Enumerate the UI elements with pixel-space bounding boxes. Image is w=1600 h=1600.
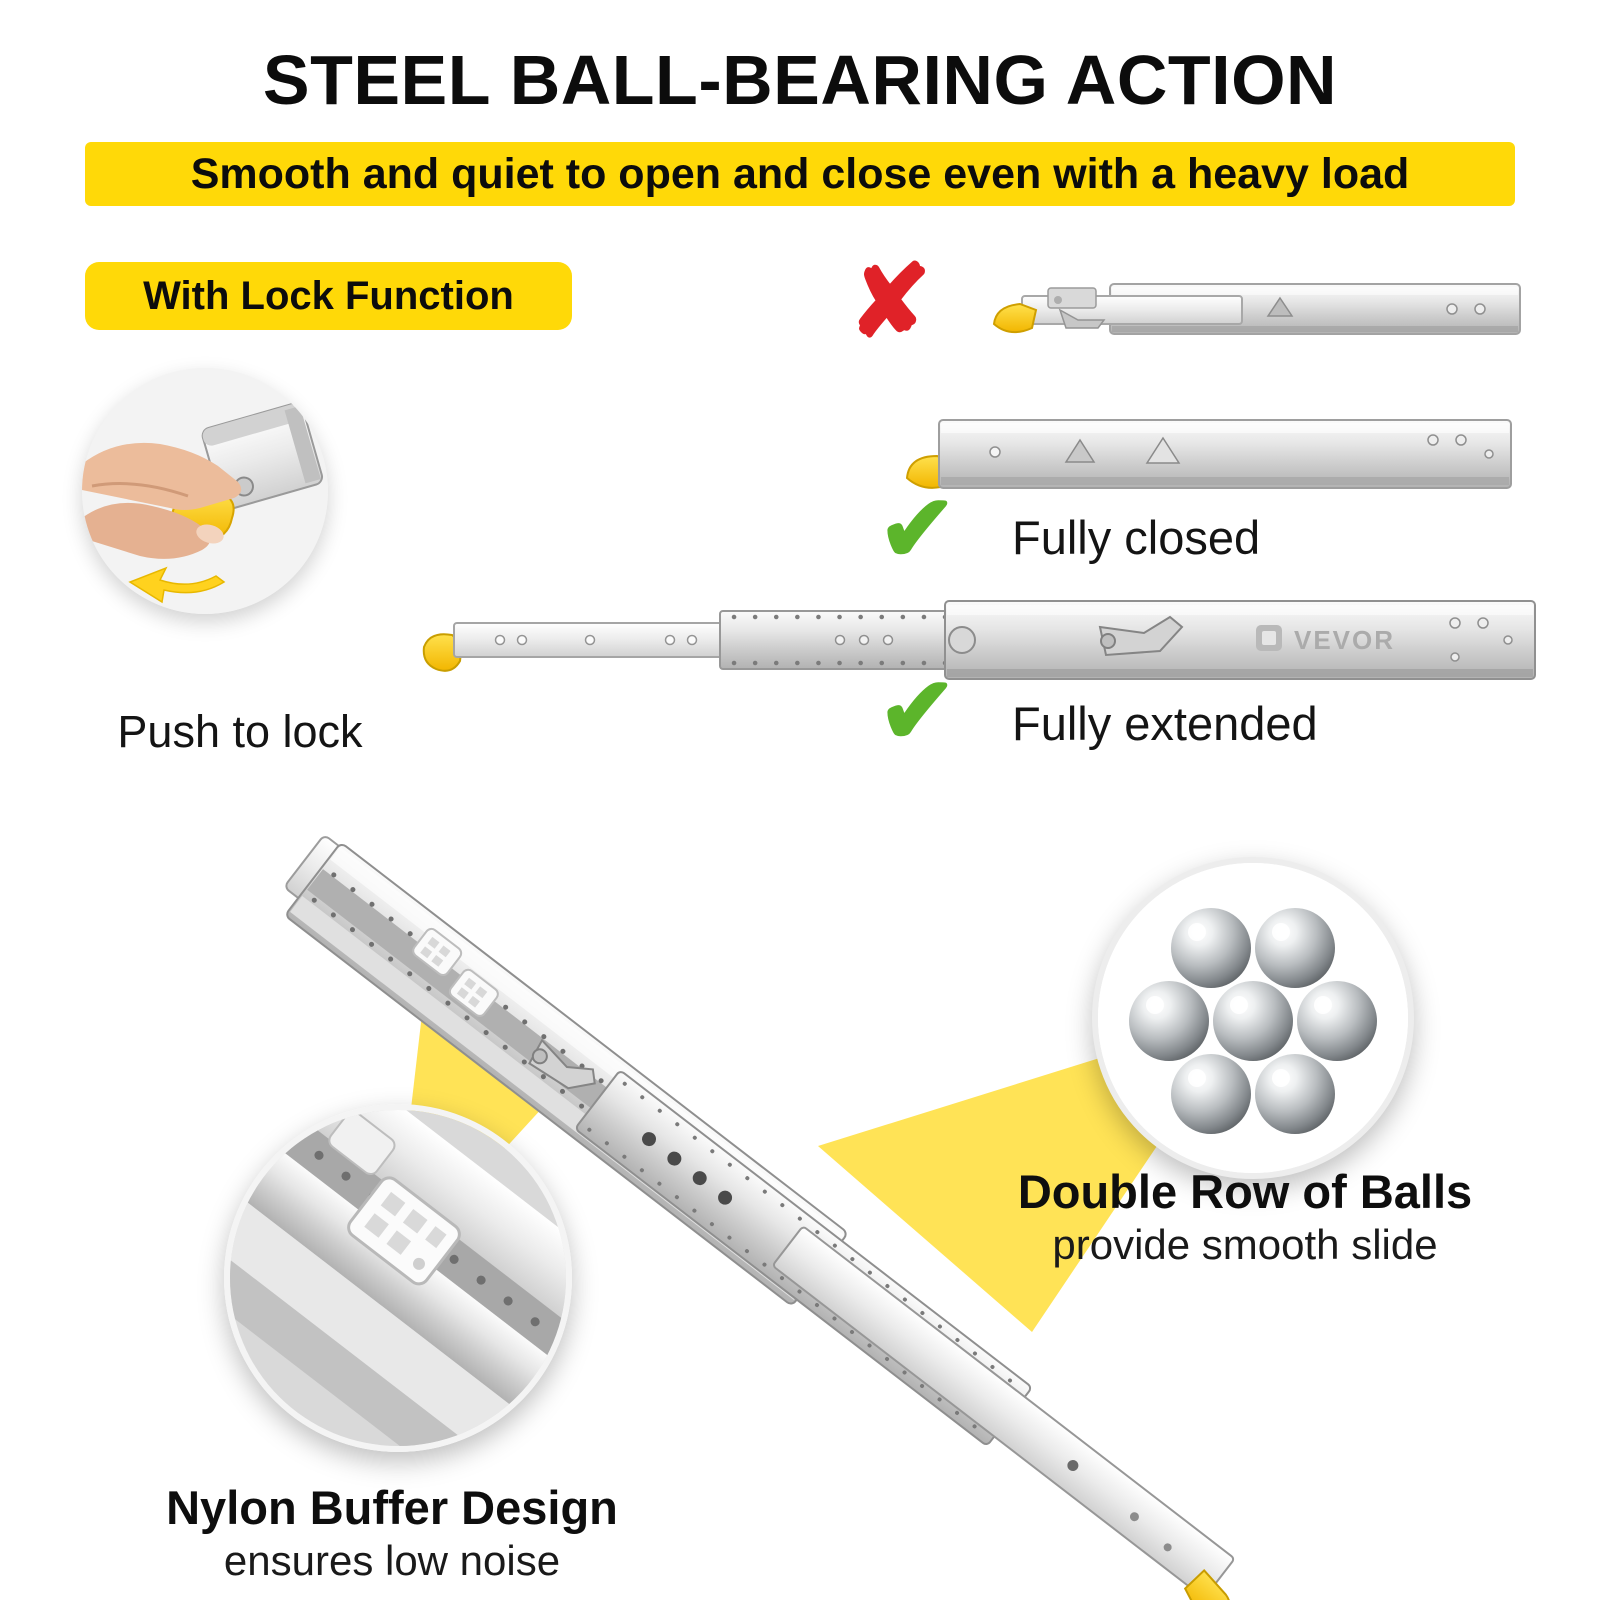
slide-closed-image (905, 419, 1512, 489)
double-row-balls-title: Double Row of Balls (1017, 1165, 1473, 1218)
hand (82, 442, 242, 559)
steel-ball (1171, 908, 1251, 988)
brand-logo: VEVOR (1256, 625, 1395, 655)
lock-lever (992, 302, 1038, 334)
steel-balls-image (1098, 863, 1408, 1173)
subtitle-banner: Smooth and quiet to open and close even … (85, 142, 1515, 206)
push-to-lock-label: Push to lock (117, 706, 363, 757)
page-title: STEEL BALL-BEARING ACTION (262, 41, 1338, 119)
subtitle-text: Smooth and quiet to open and close even … (190, 149, 1410, 198)
lock-function-badge: With Lock Function (85, 262, 572, 330)
hand-pushing-lock-image (82, 368, 328, 614)
fully-closed-label: Fully closed (1012, 511, 1261, 564)
slide-partially-open-image (992, 283, 1521, 335)
steel-ball (1129, 981, 1209, 1061)
steel-ball (1171, 1054, 1251, 1134)
nylon-buffer-title: Nylon Buffer Design (166, 1481, 618, 1534)
brand-text: VEVOR (1294, 625, 1395, 655)
nylon-buffer-subtitle: ensures low noise (223, 1537, 561, 1584)
steel-balls-detail-circle (1092, 857, 1414, 1179)
check-icon: ✔ (878, 658, 957, 763)
nylon-buffer-zoom-image (230, 1110, 566, 1446)
yellow-end-cap (1183, 1568, 1231, 1600)
steel-ball (1297, 981, 1377, 1061)
push-to-lock-photo (82, 368, 328, 614)
fully-extended-label: Fully extended (1012, 697, 1318, 750)
steel-ball (1255, 908, 1335, 988)
nylon-buffer-detail-circle (224, 1104, 572, 1452)
lock-lever (422, 633, 464, 672)
steel-ball (1213, 981, 1293, 1061)
steel-ball (1255, 1054, 1335, 1134)
check-icon: ✔ (878, 476, 957, 581)
push-direction-arrow (128, 566, 226, 604)
lock-function-label: With Lock Function (143, 273, 514, 318)
double-row-balls-subtitle: provide smooth slide (1052, 1221, 1438, 1268)
slide-extended-image: VEVOR (422, 600, 1536, 680)
cross-icon: ✘ (848, 246, 932, 358)
